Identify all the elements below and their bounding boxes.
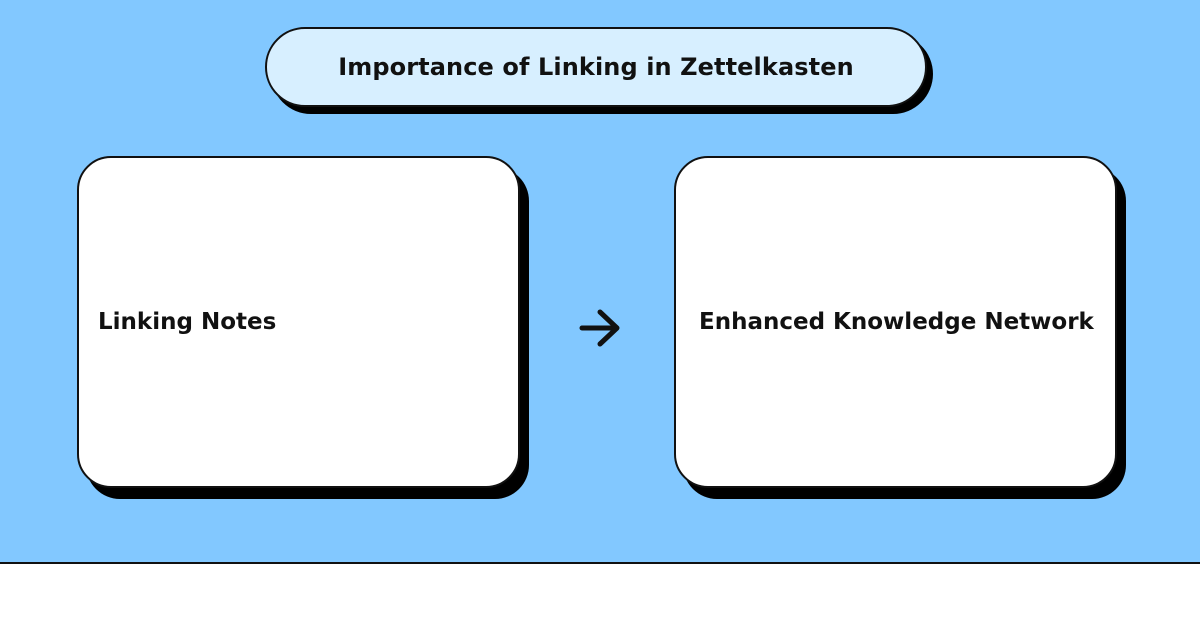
diagram-title: Importance of Linking in Zettelkasten: [338, 53, 854, 81]
node-label-enhanced-knowledge-network: Enhanced Knowledge Network: [699, 309, 1094, 335]
arrow-right-icon: [579, 309, 620, 347]
title-pill: Importance of Linking in Zettelkasten: [265, 27, 927, 107]
diagram-background-panel: Importance of Linking in Zettelkasten Li…: [0, 0, 1200, 564]
node-card-enhanced-knowledge-network: Enhanced Knowledge Network: [674, 156, 1117, 488]
node-card-linking-notes: Linking Notes: [77, 156, 520, 488]
node-label-linking-notes: Linking Notes: [98, 309, 277, 335]
